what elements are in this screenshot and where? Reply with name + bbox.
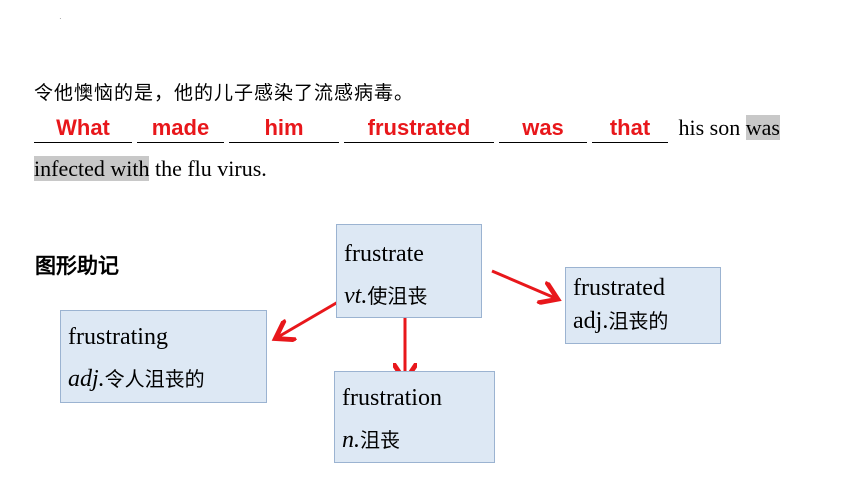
word-frustrated: frustrated: [573, 275, 665, 301]
meaning-frustration: 沮丧: [360, 428, 400, 452]
mnemonic-title: 图形助记: [35, 254, 119, 278]
definition-frustrate: vt.使沮丧: [344, 275, 474, 317]
word-frustrate: frustrate: [344, 241, 424, 267]
pos-vt: vt.: [344, 283, 368, 309]
answer-blank-3: him: [229, 114, 339, 143]
pos-adj-frustrating: adj.: [68, 366, 105, 392]
box-frustration: frustration n.沮丧: [334, 371, 495, 463]
meaning-frustrate: 使沮丧: [367, 284, 428, 308]
word-frustration: frustration: [342, 385, 442, 411]
word-frustrating: frustrating: [68, 324, 168, 350]
highlighted-infected-with: infected with: [34, 156, 150, 181]
definition-frustration: n.沮丧: [342, 419, 487, 461]
pos-n: n.: [342, 427, 360, 453]
answer-blank-4: frustrated: [344, 114, 494, 143]
english-sentence-line-2: infected with the flu virus.: [34, 156, 267, 182]
arrow-to-frustrated: [491, 269, 555, 298]
definition-frustrating: adj.令人沮丧的: [68, 358, 259, 400]
box-frustrate: frustrate vt.使沮丧: [336, 224, 482, 318]
highlighted-was: was: [745, 115, 780, 140]
box-frustrated: frustrated adj.沮丧的: [565, 267, 721, 344]
chinese-sentence: 令他懊恼的是，他的儿子感染了流感病毒。: [34, 82, 415, 104]
meaning-frustrating: 令人沮丧的: [104, 367, 205, 391]
answer-blank-2: made: [137, 114, 224, 143]
answer-blank-6: that: [592, 114, 668, 143]
arrow-to-frustrating: [278, 300, 339, 337]
pos-adj-frustrated: adj.: [573, 308, 609, 334]
decorative-dot: ·: [59, 14, 62, 23]
answer-blank-5: was: [499, 114, 587, 143]
answer-blank-1: What: [34, 114, 132, 143]
sentence-text-rest: the flu virus.: [149, 156, 267, 181]
sentence-text-his-son: his son: [673, 115, 746, 140]
meaning-frustrated: 沮丧的: [608, 309, 669, 333]
definition-frustrated: adj.沮丧的: [573, 305, 713, 338]
box-frustrating: frustrating adj.令人沮丧的: [60, 310, 267, 403]
